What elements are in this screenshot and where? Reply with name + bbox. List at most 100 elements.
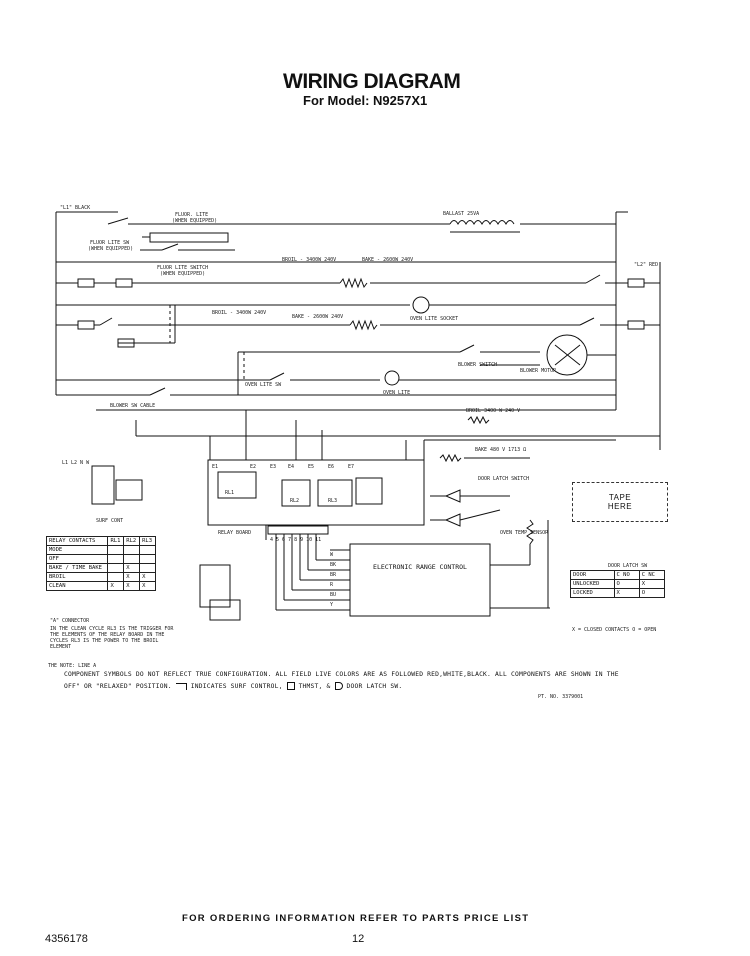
table-cell: X <box>107 581 125 591</box>
relay-contacts-table: RELAY CONTACTS RL1 RL2 RL3 MODE OFF BAKE… <box>45 536 156 591</box>
fluor-lite-sw-label: FLUOR LITE SW <box>90 240 130 246</box>
wire-label: W <box>330 552 334 558</box>
legend-note-a: "A" CONNECTOR <box>50 618 90 624</box>
table-cell <box>139 545 156 555</box>
door-latch-symbol <box>334 682 343 690</box>
table-cell: O <box>613 579 640 589</box>
table-cell: C NC <box>638 570 666 580</box>
relay-contact-e1: E1 <box>212 464 219 470</box>
table-cell <box>107 572 125 582</box>
relay-board-label: RELAY BOARD <box>218 530 252 536</box>
relay-table-header-cell: RL3 <box>139 536 156 546</box>
table-cell: UNLOCKED <box>570 579 615 589</box>
table-cell: C NO <box>613 570 640 580</box>
table-row: UNLOCKED O X <box>570 579 666 589</box>
door-latch-note: DOOR LATCH SW. <box>346 683 403 690</box>
table-cell: OFF <box>45 554 109 564</box>
table-cell: X <box>613 588 640 598</box>
table-row: LOCKED X O <box>570 588 666 598</box>
door-table-note: X = CLOSED CONTACTS O = OPEN <box>572 627 657 633</box>
table-cell: X <box>139 581 156 591</box>
relay-contact-e5: E5 <box>308 464 315 470</box>
broil-ohm-label: BROIL 3400 W 240 V <box>466 408 521 414</box>
table-cell: DOOR <box>570 570 615 580</box>
oven-lite-socket-label: OVEN LITE SOCKET <box>410 316 459 322</box>
bake-upper-label: BAKE - 2600W 240V <box>362 257 414 263</box>
table-cell <box>123 554 141 564</box>
table-row: BAKE / TIME BAKE X <box>45 563 156 573</box>
door-latch-switch-label: DOOR LATCH SWITCH <box>478 476 530 482</box>
ballast-label: BALLAST 25VA <box>443 211 480 217</box>
oven-lite-label: OVEN LITE <box>383 390 411 396</box>
thmst-symbol <box>286 682 295 690</box>
table-cell <box>139 563 156 573</box>
component-symbols-note: COMPONENT SYMBOLS DO NOT REFLECT TRUE CO… <box>64 671 619 678</box>
diagram-subtitle: For Model: N9257X1 <box>303 93 428 108</box>
table-cell <box>139 554 156 564</box>
when-equipped-label-2: (WHEN EQUIPPED) <box>88 246 134 252</box>
relay-contact-e3: E3 <box>270 464 277 470</box>
wire-label: Y <box>330 602 334 608</box>
l2-label: "L2" RED <box>634 262 659 268</box>
table-cell: O <box>638 588 666 598</box>
surf-control-symbol <box>175 682 187 690</box>
wire-label: BR <box>330 572 337 578</box>
electronic-range-control-label: ELECTRONIC RANGE CONTROL <box>373 563 467 571</box>
broil-upper-label: BROIL - 3400W 240V <box>282 257 337 263</box>
relaxed-note: OFF" OR "RELAXED" POSITION. INDICATES SU… <box>64 682 402 690</box>
relay-table-header-cell: RELAY CONTACTS <box>45 536 109 546</box>
relay-rl1-label: RL1 <box>225 490 235 496</box>
table-cell: BROIL <box>45 572 109 582</box>
legend-note-b: IN THE CLEAN CYCLE RL3 IS THE TRIGGER FO… <box>50 626 174 650</box>
when-equipped-label-3: (WHEN EQUIPPED) <box>160 271 206 277</box>
thmst-note: THMST, & <box>298 683 331 690</box>
table-cell: CLEAN <box>45 581 109 591</box>
table-cell: X <box>123 581 141 591</box>
part-number: PT. NO. 3379001 <box>538 694 584 700</box>
indicates-surf: INDICATES SURF CONTROL, <box>190 683 283 690</box>
table-cell: X <box>123 572 141 582</box>
table-cell: MODE <box>45 545 109 555</box>
tape-here-label: TAPE HERE <box>607 493 633 511</box>
fluor-lite-switch-label: FLUOR LITE SWITCH <box>157 265 209 271</box>
page-number: 12 <box>352 933 365 945</box>
l1-label: "L1" BLACK <box>60 205 91 211</box>
blower-motor-label: BLOWER MOTOR <box>520 368 557 374</box>
relaxed-prefix: OFF" OR "RELAXED" POSITION. <box>64 683 172 690</box>
table-row: CLEAN X X X <box>45 581 156 591</box>
table-cell <box>107 563 125 573</box>
ordering-info: FOR ORDERING INFORMATION REFER TO PARTS … <box>182 913 530 924</box>
blower-switch-label: BLOWER SWITCH <box>458 362 498 368</box>
wire-label: BK <box>330 562 337 568</box>
broil-lower-label: BROIL - 3400W 240V <box>212 310 267 316</box>
relay-table-header-cell: RL1 <box>107 536 125 546</box>
table-row: BROIL X X <box>45 572 156 582</box>
door-table-title: DOOR LATCH SW <box>608 563 648 569</box>
oven-temp-sensor-label: OVEN TEMP SENSOR <box>500 530 549 536</box>
table-cell: BAKE / TIME BAKE <box>45 563 109 573</box>
relay-rl2-label: RL2 <box>290 498 300 504</box>
table-row: MODE <box>45 545 156 555</box>
tape-here-box: TAPE HERE <box>572 482 668 522</box>
relay-terminal-numbers: 4 5 6 7 8 9 10 11 <box>270 537 322 543</box>
table-row: OFF <box>45 554 156 564</box>
door-latch-table: DOOR C NO C NC UNLOCKED O X LOCKED X O <box>570 570 666 598</box>
oven-lite-sw-label: OVEN LITE SW <box>245 382 282 388</box>
table-cell: X <box>123 563 141 573</box>
relay-rl3-label: RL3 <box>328 498 338 504</box>
relay-contact-e2: E2 <box>250 464 257 470</box>
bake-lower-label: BAKE - 2600W 240V <box>292 314 344 320</box>
blower-sw-cable-label: BLOWER SW CABLE <box>110 403 156 409</box>
table-cell: X <box>139 572 156 582</box>
diagram-title: WIRING DIAGRAM <box>283 70 461 93</box>
wire-label: R <box>330 582 334 588</box>
line-note: THE NOTE: LINE A <box>48 663 97 669</box>
relay-contact-e7: E7 <box>348 464 355 470</box>
relay-contact-e4: E4 <box>288 464 295 470</box>
bake-ohm-label: BAKE 480 V 1713 Ω <box>475 447 527 453</box>
table-cell <box>123 545 141 555</box>
table-cell: LOCKED <box>570 588 615 598</box>
fluor-lite-label: FLUOR. LITE <box>175 212 209 218</box>
when-equipped-label: (WHEN EQUIPPED) <box>172 218 218 224</box>
